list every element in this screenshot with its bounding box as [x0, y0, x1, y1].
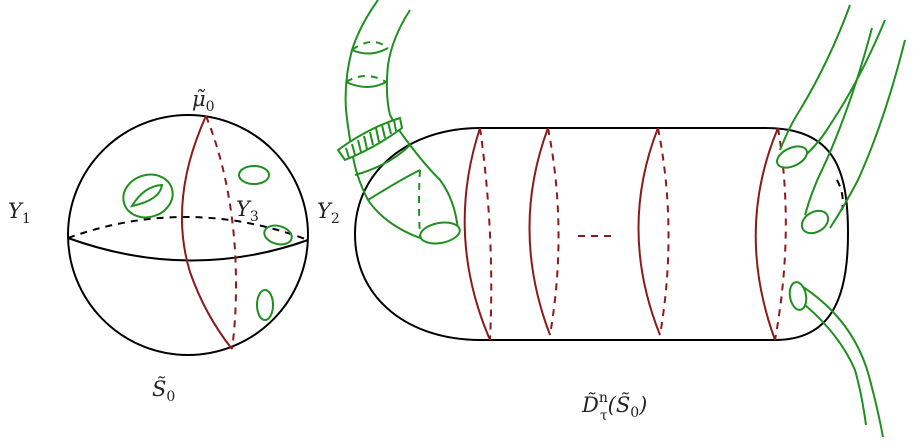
- sphere-s0: [67, 114, 309, 356]
- handle-y2: [263, 224, 293, 246]
- handle-y1-outer: [122, 173, 174, 219]
- handle-y3: [238, 165, 270, 185]
- tube-ul-ring-2b: [345, 75, 387, 83]
- tube-ul-end: [419, 221, 461, 245]
- sphere-equator-back: [67, 216, 309, 241]
- ring-3-front: [637, 127, 661, 336]
- capsule-dtau: [353, 127, 850, 341]
- tube-right-bottom: [788, 281, 884, 438]
- ring-3-back: [657, 127, 670, 336]
- tube-ul-ring-3b: [418, 169, 421, 239]
- tube-ul-ring-4: [354, 144, 411, 176]
- tube-upper-left: [336, 0, 461, 245]
- sphere-equator-front: [67, 237, 309, 262]
- ring-1-back: [479, 127, 493, 341]
- handle-lower: [256, 289, 274, 321]
- meridian-mu0-front: [180, 115, 233, 350]
- tube-ul-ring-3: [367, 169, 421, 201]
- ring-1-front: [463, 127, 491, 341]
- tube-rt-wall-2: [799, 19, 886, 161]
- tube-right-mid: [800, 27, 906, 235]
- tube-rm-wall-1: [804, 27, 873, 216]
- label-s0: S̃0: [152, 377, 175, 405]
- capsule-outline: [353, 127, 850, 341]
- ring-2-back: [547, 127, 560, 336]
- hatch-lines: [345, 119, 397, 159]
- sphere-outline: [67, 114, 309, 356]
- tube-rm-end: [800, 209, 830, 235]
- tube-rm-wall-2: [829, 39, 906, 229]
- tube-ul-ring-1: [351, 47, 389, 55]
- ring-4-front: [754, 127, 779, 341]
- tube-ul-wall-left: [344, 0, 379, 201]
- tube-ul-ring-1b: [351, 41, 389, 51]
- tube-rb-wall-1: [799, 284, 884, 438]
- tube-ul-ring-2: [345, 81, 387, 88]
- ring-2-front: [528, 127, 551, 336]
- tube-rt-end: [776, 145, 808, 169]
- tube-rb-wall-2: [804, 304, 867, 426]
- tube-rt-wall-1: [779, 4, 851, 151]
- label-y2: Y2: [317, 199, 340, 227]
- capsule-right-back-dash: [836, 179, 844, 211]
- tube-ul-lower-left: [367, 199, 421, 239]
- label-mu0: μ̃0: [192, 87, 215, 115]
- tube-right-top: [776, 4, 886, 169]
- meridian-mu0-back: [205, 115, 237, 350]
- handle-y1-inner: [129, 183, 164, 208]
- ring-4-back: [774, 127, 787, 341]
- label-y3: Y3: [236, 197, 259, 225]
- tube-rb-end: [788, 281, 808, 311]
- label-y1: Y1: [8, 199, 31, 227]
